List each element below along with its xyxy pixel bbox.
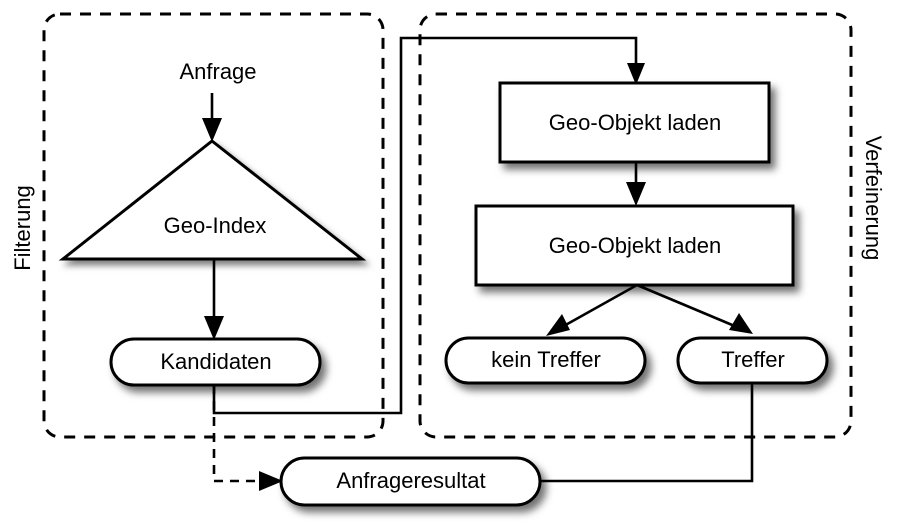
node-geo-objekt-laden-1-label: Geo-Objekt laden bbox=[549, 110, 721, 135]
edge-geo-objekt-laden-2-to-kein-treffer bbox=[561, 283, 638, 329]
group-label-verfeinerung: Verfeinerung bbox=[861, 136, 886, 261]
edge-kandidaten-to-anfrageresultat bbox=[212, 385, 262, 483]
arrowhead-into-geo-objekt-laden-1 bbox=[627, 63, 645, 85]
geo-objekt-laden-1-shape bbox=[498, 81, 771, 164]
node-treffer: Treffer bbox=[676, 336, 829, 385]
node-anfrageresultat: Anfrageresultat bbox=[279, 456, 542, 507]
arrowhead-into-geo-objekt-laden-2 bbox=[626, 182, 646, 206]
node-anfrage-label: Anfrage bbox=[179, 59, 256, 84]
node-geo-index-label: Geo-Index bbox=[164, 213, 267, 238]
kandidaten-shape bbox=[109, 337, 322, 387]
node-geo-objekt-laden-2: Geo-Objekt laden bbox=[474, 204, 795, 287]
arrowhead-into-kein-treffer bbox=[546, 314, 570, 336]
treffer-shape bbox=[676, 336, 829, 385]
node-treffer-label: Treffer bbox=[721, 347, 785, 372]
node-kandidaten: Kandidaten bbox=[109, 337, 322, 387]
geo-index-triangle bbox=[58, 139, 367, 261]
arrowhead-into-geo-index bbox=[202, 118, 222, 142]
group-label-filterung: Filterung bbox=[10, 185, 35, 271]
arrowhead-into-anfrageresultat bbox=[259, 471, 283, 491]
arrowhead-into-treffer bbox=[729, 313, 753, 334]
edge-treffer-to-anfrageresultat bbox=[540, 383, 754, 483]
node-geo-objekt-laden-2-label: Geo-Objekt laden bbox=[549, 233, 721, 258]
arrowhead-into-kandidaten bbox=[204, 316, 224, 340]
node-kein-treffer-label: kein Treffer bbox=[491, 347, 601, 372]
node-kandidaten-label: Kandidaten bbox=[160, 349, 271, 374]
kein-treffer-shape bbox=[444, 336, 647, 385]
node-geo-index: Geo-Index bbox=[58, 139, 367, 261]
edge-geo-objekt-laden-2-to-treffer bbox=[636, 283, 738, 329]
node-geo-objekt-laden-1: Geo-Objekt laden bbox=[498, 81, 771, 164]
node-anfrageresultat-label: Anfrageresultat bbox=[336, 468, 485, 493]
anfrageresultat-shape bbox=[279, 456, 542, 507]
geo-objekt-laden-2-shape bbox=[474, 204, 795, 287]
node-kein-treffer: kein Treffer bbox=[444, 336, 647, 385]
